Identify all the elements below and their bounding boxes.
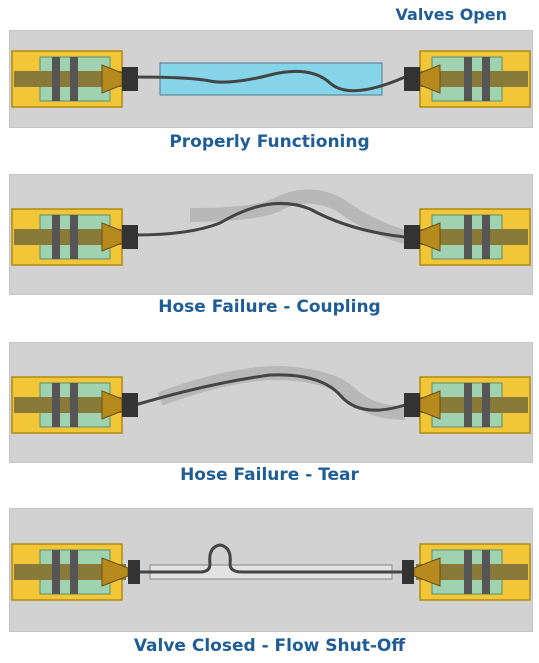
valve-diagram-coupling-failure — [11, 189, 531, 266]
diagram-panel-hose-failure-coupling — [9, 174, 533, 295]
diagram-panel-properly-functioning — [9, 30, 533, 128]
caption-valve-closed: Valve Closed - Flow Shut-Off — [133, 636, 406, 656]
valves-open-label: Valves Open — [395, 5, 507, 24]
valve-diagram-tear-failure — [11, 365, 531, 434]
valve-diagram-closed — [11, 543, 531, 601]
caption-properly-functioning: Properly Functioning — [169, 132, 370, 152]
diagram-panel-hose-failure-tear — [9, 342, 533, 463]
caption-hose-failure-coupling: Hose Failure - Coupling — [158, 297, 381, 317]
caption-hose-failure-tear: Hose Failure - Tear — [180, 465, 359, 485]
diagram-panel-valve-closed — [9, 508, 533, 632]
valve-diagram-open — [11, 50, 531, 108]
